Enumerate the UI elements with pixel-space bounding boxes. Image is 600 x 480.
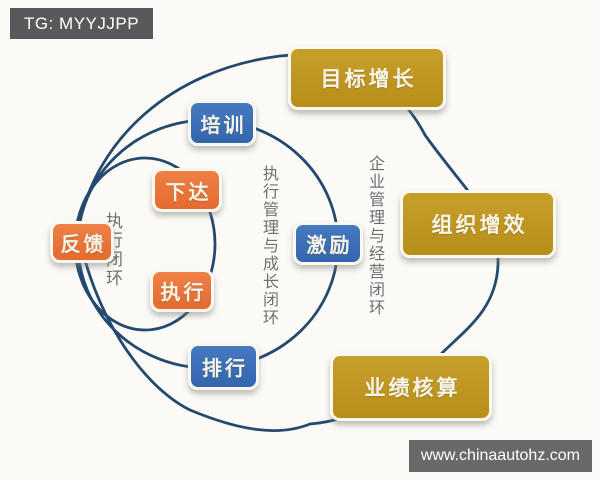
node-org-efficiency: 组织增效 [400, 190, 556, 258]
watermark-tag: TG: MYYJJPP [10, 8, 154, 39]
node-goal-growth: 目标增长 [288, 46, 446, 110]
outer-loop-label: 企业管理与经营闭环 [366, 155, 385, 317]
node-ranking: 排行 [188, 343, 259, 390]
node-incentive: 激励 [293, 222, 363, 265]
node-execute: 执行 [150, 269, 214, 312]
middle-loop-label: 执行管理与成长闭环 [260, 165, 279, 327]
node-feedback: 反馈 [50, 221, 114, 263]
watermark-url: www.chinaautohz.com [408, 440, 592, 472]
node-assign: 下达 [152, 168, 222, 212]
node-performance: 业绩核算 [330, 353, 492, 421]
node-training: 培训 [188, 100, 256, 146]
outer-loop-curve [76, 53, 500, 432]
